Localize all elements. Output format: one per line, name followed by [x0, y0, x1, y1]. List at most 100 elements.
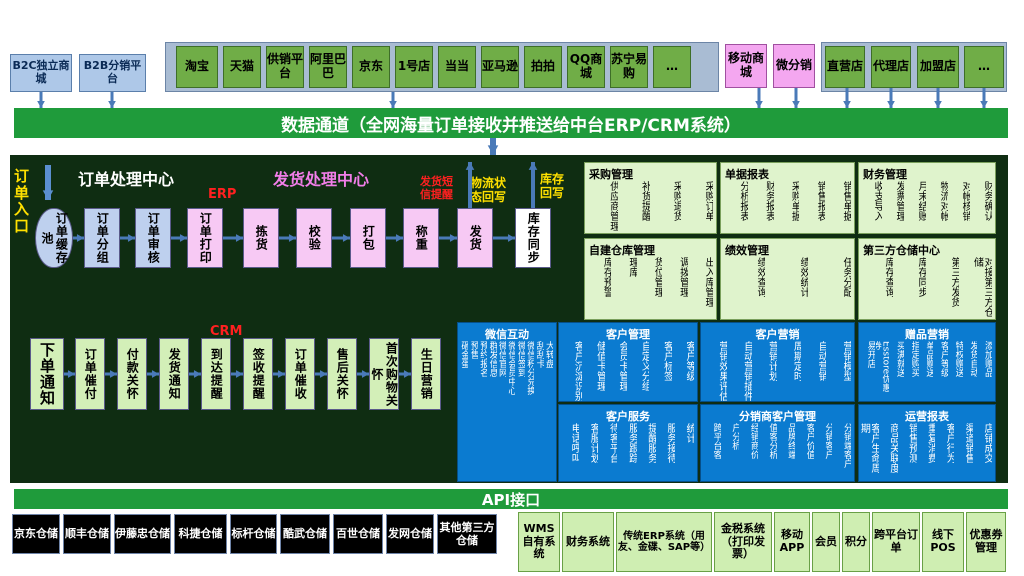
agent-store-box: 代理店	[871, 46, 911, 88]
step-arrow	[171, 234, 187, 242]
panel-third_wh: 第三方仓储中心对接第三方仓储第三方发货库存同步库存查询	[858, 238, 996, 320]
panel-warehouse: 自建仓库管理出入库管理调拨管理货位管理理库库存预警	[584, 238, 717, 320]
feed-arrow	[37, 92, 45, 108]
panel-item: 客户价值	[804, 423, 814, 459]
panel-item: 商品关联度	[887, 423, 898, 473]
crm-step: 售后关怀	[327, 338, 357, 410]
feed-arrow	[389, 92, 397, 108]
panel-item: 单品赠送	[924, 341, 934, 377]
feed-arrow	[843, 88, 851, 108]
system-box: 金税系统（打印发票）	[714, 512, 772, 572]
panel-item: 指定购买	[909, 341, 919, 377]
panel-finance: 财务管理财务确认对帐核销物流对帐月末结账发票管理收支导入	[858, 162, 996, 234]
data-channel-bar: 数据通道（全网海量订单接收并推送给中台ERP/CRM系统）	[14, 108, 1008, 138]
panel-item: 周期定时	[791, 341, 802, 381]
b2c-mall-box: B2C独立商城	[10, 54, 72, 92]
storage-box: 酷武仓储	[280, 514, 330, 554]
panel-item: 自动营销	[816, 341, 827, 381]
crm-step: 订单催收	[285, 338, 315, 410]
panel-item: 财务报表	[763, 181, 774, 221]
panel-item: 库存同步	[916, 257, 926, 297]
erp-step: 发货	[457, 208, 493, 268]
panel-item: 刮刮卡	[534, 341, 544, 368]
panel-item: 分销端客户	[842, 423, 851, 468]
erp-step: 打包	[350, 208, 386, 268]
panel-item: 客户沉淀识别	[572, 341, 583, 401]
panel-item: 客户生命周期	[861, 423, 879, 473]
panel-item: 店铺成交	[982, 423, 992, 463]
storage-box: 伊藤忠仓储	[114, 514, 171, 554]
order-entry-arrow	[42, 165, 54, 200]
step-arrow	[439, 234, 457, 242]
panel-title: 采购管理	[589, 168, 633, 181]
erp-step: 订单打印	[187, 208, 223, 268]
panel-item: 待客平台	[607, 423, 618, 463]
panel-kpi: 绩效管理任务分配绩效统计绩效查询	[720, 238, 855, 320]
system-box: 积分	[842, 512, 870, 572]
panel-item: 发票管理	[894, 181, 904, 221]
panel-title: 绩效管理	[725, 244, 769, 257]
storage-box: 京东仓储	[12, 514, 60, 554]
panel-item: 财务确认	[982, 181, 992, 221]
feed-arrow	[755, 88, 763, 108]
step-arrow	[120, 234, 135, 242]
feed-arrow	[792, 88, 800, 108]
more-store-box: …	[964, 46, 1004, 88]
crm-step: 首次购物关怀	[369, 338, 399, 410]
system-box: 移动APP	[774, 512, 810, 572]
crm-step: 到达提醒	[201, 338, 231, 410]
ship-center-title: 发货处理中心	[273, 170, 370, 189]
crm-step-arrow	[189, 370, 201, 378]
panel-item: 微信官网	[497, 341, 506, 377]
crm-step-arrow	[315, 370, 327, 378]
erp-label: ERP	[208, 187, 237, 202]
panel-item: 自定义分组	[639, 341, 650, 391]
panel-purchase: 采购管理采购订单采购退货补货提醒供应商管理	[584, 162, 717, 234]
platform-box: 当当	[438, 46, 476, 88]
panel-item: 特权赠送	[953, 341, 963, 377]
panel-item: 微信会员中心	[506, 341, 516, 395]
panel-item: 自动营销插件	[741, 341, 752, 401]
storage-box: 百世仓储	[333, 514, 383, 554]
stock-return-label: 库存回写	[540, 172, 565, 200]
crm-step-arrow	[399, 370, 411, 378]
panel-item: 储值卡管理	[594, 341, 605, 391]
step-arrow	[493, 234, 515, 242]
panel-item: 出入库管理	[703, 257, 713, 307]
panel-item: 重复消费	[925, 423, 936, 463]
panel-item: 月末结账	[916, 181, 926, 221]
panel-item: 统计	[684, 423, 694, 443]
panel-title: 自建仓库管理	[589, 244, 655, 257]
panel-item: 品牌终端	[786, 423, 796, 459]
panel-item: 跨平台客	[711, 423, 721, 459]
erp-step: 订单审核	[135, 208, 171, 268]
system-box: 跨平台订单	[872, 512, 920, 572]
panel-item: 值客分析	[767, 423, 777, 459]
panel-item: 添加赠品	[983, 341, 992, 377]
mobile-mall-box: 移动商城	[725, 44, 767, 88]
direct-store-box: 直营店	[825, 46, 865, 88]
crm-step-arrow	[64, 370, 75, 378]
system-box: 优惠券管理	[966, 512, 1006, 572]
panel-customer: 客户管理客户等级客户标签自定义分组会员卡管理储值卡管理客户沉淀识别	[558, 322, 698, 402]
crm-step-arrow	[357, 370, 369, 378]
feed-arrow	[934, 88, 942, 108]
channel-arrow	[487, 138, 499, 155]
panel-item: 大转盘	[544, 341, 553, 368]
panel-title: 运营报表	[905, 410, 949, 423]
panel-title: 客户管理	[606, 328, 650, 341]
panel-item: 客服计划	[588, 423, 599, 463]
step-arrow	[332, 234, 350, 242]
panel-item: 销售单据	[841, 181, 851, 221]
panel-item: 提醒服务	[645, 423, 656, 463]
panel-item: 补货提醒	[639, 181, 650, 221]
order-center-title: 订单处理中心	[78, 170, 175, 189]
erp-step: 称重	[403, 208, 439, 268]
crm-step: 付款关怀	[117, 338, 147, 410]
crm-step: 发货通知	[159, 338, 189, 410]
panel-item: 易开店	[865, 341, 875, 368]
crm-step-arrow	[105, 370, 117, 378]
panel-item: 客户标签	[661, 341, 672, 381]
